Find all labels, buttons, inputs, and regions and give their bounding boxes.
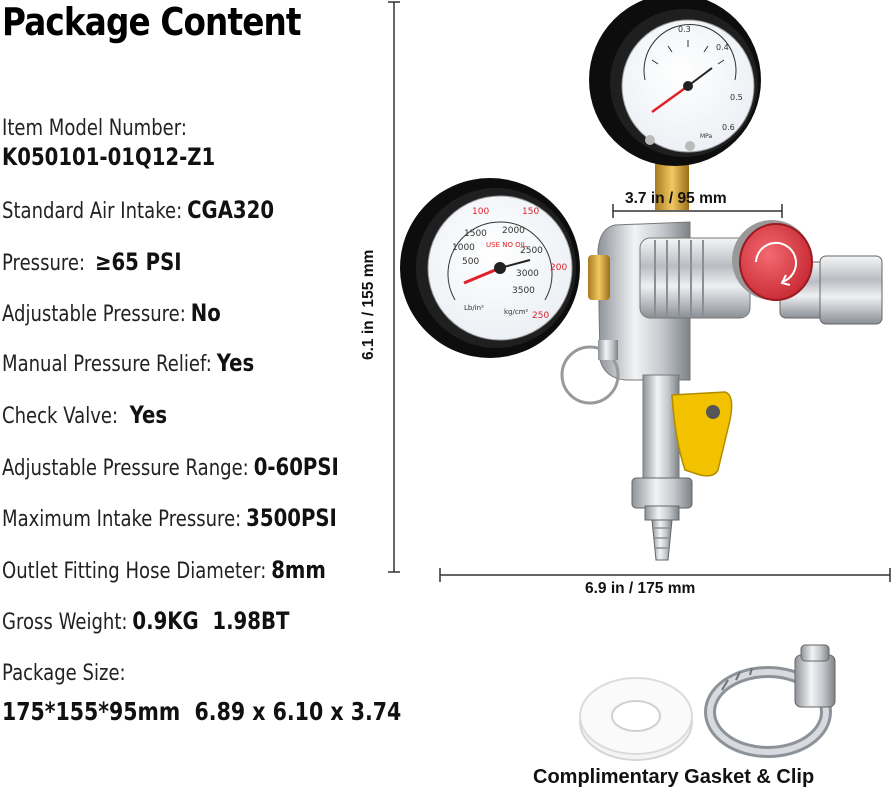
- spec-adjustable-value: No: [190, 299, 221, 327]
- high-gauge-red-150: 150: [522, 207, 539, 217]
- spec-hose: Outlet Fitting Hose Diameter:8mm: [2, 556, 326, 584]
- high-gauge-units: Lb/in²: [464, 304, 484, 312]
- low-gauge-tick-2: 0.5: [730, 93, 743, 102]
- spec-size-label: Package Size:: [2, 661, 126, 686]
- top-width-dimension-line: [612, 204, 783, 218]
- spec-pressure: Pressure: ≥65 PSI: [2, 248, 182, 276]
- spec-relief: Manual Pressure Relief:Yes: [2, 349, 254, 377]
- spec-range-label: Adjustable Pressure Range:: [2, 456, 249, 481]
- spec-model-value: K050101-01Q12-Z1: [2, 143, 216, 171]
- spec-check-label: Check Valve:: [2, 404, 119, 429]
- low-gauge-units: MPa: [700, 133, 713, 140]
- spec-size-value-row: 175*155*95mm 6.89 x 6.10 x 3.74: [2, 697, 401, 726]
- spec-intake-label: Standard Air Intake:: [2, 199, 183, 224]
- spec-max-value: 3500PSI: [246, 504, 337, 532]
- high-gauge-tick-3500: 3500: [512, 286, 535, 296]
- spec-hose-value: 8mm: [271, 556, 326, 584]
- spec-pressure-label: Pressure:: [2, 251, 86, 276]
- spec-size-label-row: Package Size:: [2, 661, 126, 686]
- low-gauge-tick-3: 0.6: [722, 123, 735, 132]
- spec-weight: Gross Weight:0.9KG 1.98BT: [2, 607, 289, 635]
- high-gauge-tick-500: 500: [462, 257, 479, 267]
- spec-model-label-row: Item Model Number:: [2, 116, 187, 141]
- pressure-adjust-knob: [732, 220, 813, 301]
- spec-range-value: 0-60PSI: [253, 453, 339, 481]
- spec-max-label: Maximum Intake Pressure:: [2, 507, 242, 532]
- hose-clamp-icon: [704, 644, 836, 758]
- spec-weight-label: Gross Weight:: [2, 610, 128, 635]
- height-dimension-label: 6.1 in / 155 mm: [360, 249, 377, 360]
- spec-pressure-value: ≥65 PSI: [94, 248, 182, 276]
- spec-relief-value: Yes: [216, 349, 255, 377]
- high-gauge-tick-1000: 1000: [452, 243, 475, 253]
- spec-intake: Standard Air Intake:CGA320: [2, 196, 274, 224]
- low-pressure-gauge: 0.3 0.4 0.5 0.6 MPa: [589, 0, 761, 166]
- spec-model-label: Item Model Number:: [2, 116, 187, 141]
- low-gauge-tick-0: 0.3: [678, 25, 691, 34]
- spec-adjustable: Adjustable Pressure:No: [2, 299, 221, 327]
- height-dimension-line: [388, 1, 400, 573]
- spec-hose-label: Outlet Fitting Hose Diameter:: [2, 559, 267, 584]
- high-pressure-gauge: 1500 2000 1000 500 2500 3000 3500 USE NO…: [400, 178, 580, 358]
- low-gauge-tick-1: 0.4: [716, 43, 729, 52]
- accessories-caption: Complimentary Gasket & Clip: [533, 766, 815, 788]
- high-gauge-red-100: 100: [472, 207, 489, 217]
- spec-adjustable-label: Adjustable Pressure:: [2, 302, 186, 327]
- spec-intake-value: CGA320: [187, 196, 275, 224]
- spec-relief-label: Manual Pressure Relief:: [2, 352, 212, 377]
- spec-size-value: 175*155*95mm 6.89 x 6.10 x 3.74: [2, 697, 402, 726]
- top-width-dimension-label: 3.7 in / 95 mm: [625, 190, 727, 207]
- high-gauge-tick-1500: 1500: [464, 229, 487, 239]
- high-gauge-red-200: 200: [550, 263, 567, 273]
- spec-range: Adjustable Pressure Range:0-60PSI: [2, 453, 339, 481]
- spec-weight-value: 0.9KG 1.98BT: [132, 607, 290, 635]
- high-gauge-tick-2000: 2000: [502, 226, 525, 236]
- high-gauge-tick-3000: 3000: [516, 269, 539, 279]
- bottom-width-dimension-label: 6.9 in / 175 mm: [585, 580, 696, 597]
- high-gauge-tick-2500: 2500: [520, 246, 543, 256]
- high-gauge-red-250: 250: [532, 311, 549, 321]
- high-gauge-units-2: kg/cm²: [504, 308, 529, 316]
- bottom-width-dimension-line: [439, 568, 891, 582]
- high-gauge-warning: USE NO OIL: [486, 241, 527, 249]
- regulator-body: [560, 221, 883, 561]
- page-title: Package Content: [2, 0, 302, 44]
- gasket-ring-icon: [579, 677, 693, 761]
- spec-model-value-row: K050101-01Q12-Z1: [2, 143, 215, 171]
- spec-check-value: Yes: [129, 401, 168, 429]
- check-valve-handle: [671, 391, 733, 477]
- spec-check: Check Valve: Yes: [2, 401, 167, 429]
- spec-max: Maximum Intake Pressure:3500PSI: [2, 504, 337, 532]
